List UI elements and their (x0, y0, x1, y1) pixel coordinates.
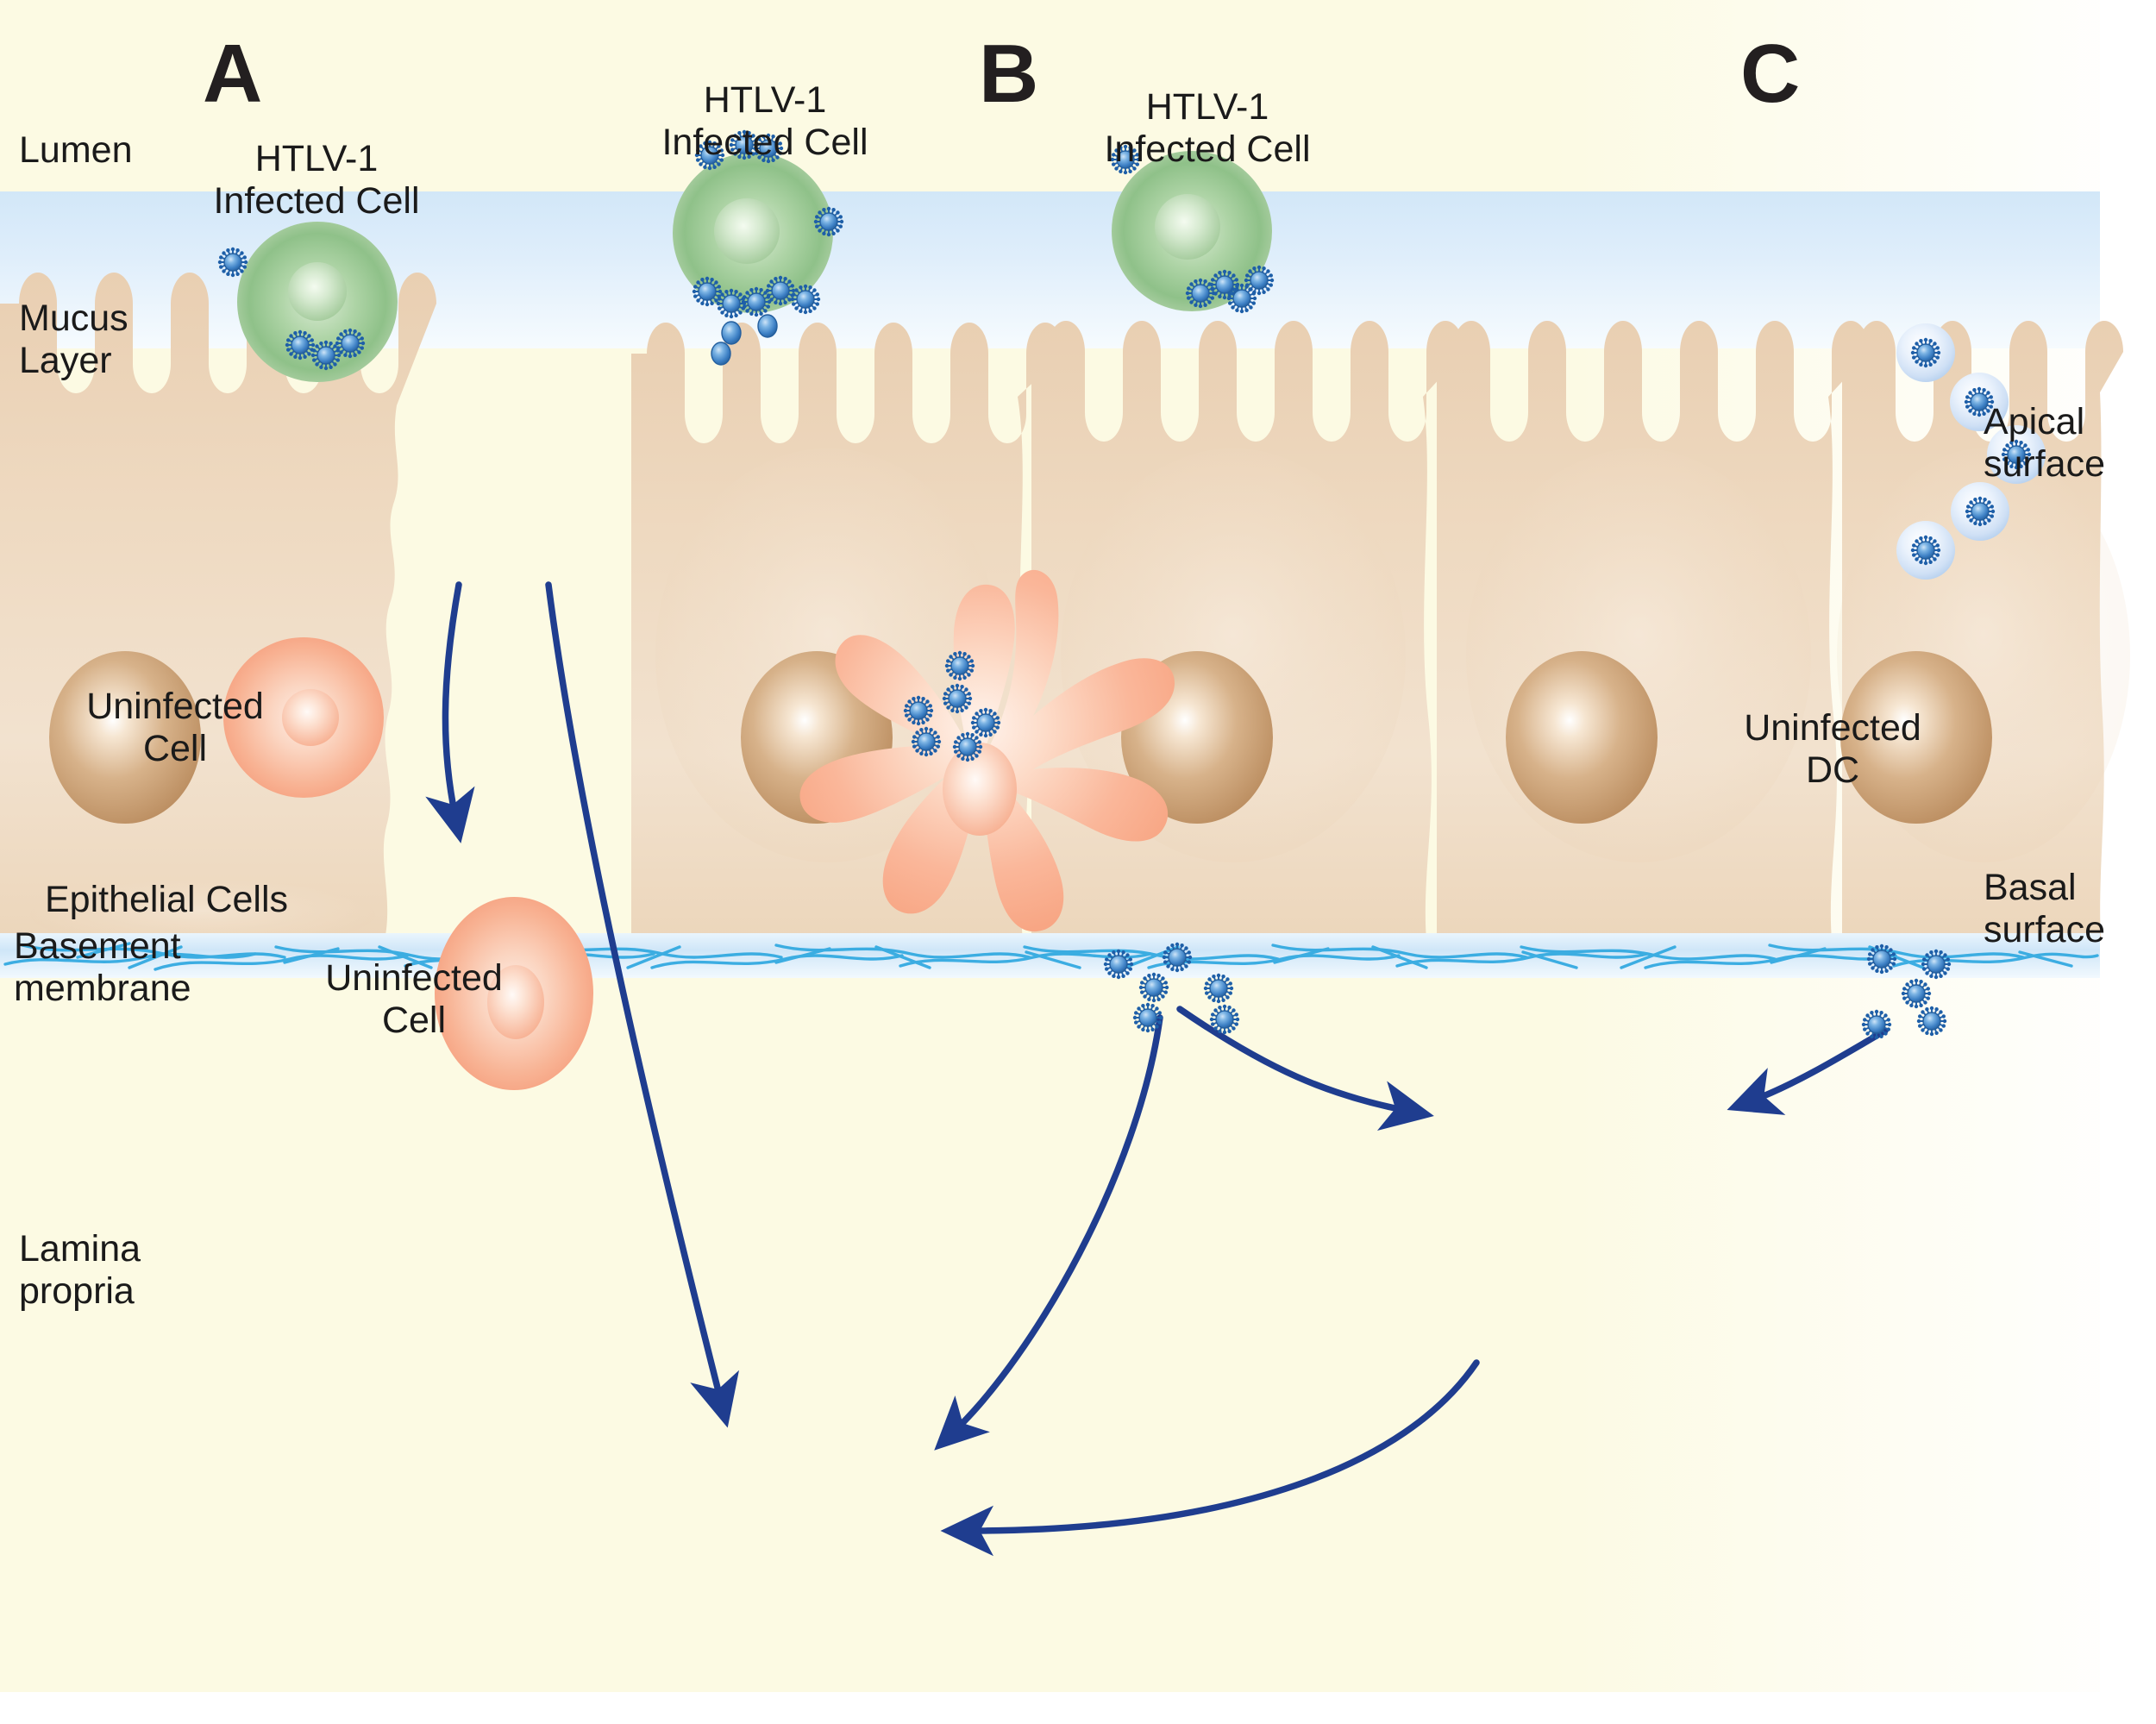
label-lumen: Lumen (19, 129, 133, 171)
infected-cell-c-group (1109, 143, 1275, 315)
panel-letter-b: B (979, 28, 1039, 120)
arrow-c-to-dc (1727, 1027, 1889, 1115)
transcytosis-vesicle-4 (1951, 482, 2009, 541)
virions-panel-b-cytoplasm (711, 314, 778, 366)
label-uninfected-dc: Uninfected DC (1744, 707, 1921, 792)
panel-letter-c: C (1740, 28, 1801, 120)
label-uninfected-cell-upper: Uninfected Cell (86, 686, 264, 770)
arrow-b-to-dc (1176, 1006, 1434, 1131)
label-apical-surface: Apical surface (1984, 401, 2106, 486)
label-basal-surface: Basal surface (1984, 867, 2106, 951)
uninfected-dc-group (799, 569, 1175, 932)
uninfected-cell-lower-nucleus (487, 965, 544, 1039)
label-mucus-layer: Mucus Layer (19, 298, 128, 382)
infected-cell-b-nucleus (714, 198, 780, 264)
nucleus-c1 (1506, 651, 1658, 824)
arrow-dc-to-lower-cell (940, 1359, 1480, 1557)
label-htlv1-infected-cell-a: HTLV-1 Infected Cell (213, 138, 420, 223)
label-htlv1-infected-cell-c: HTLV-1 Infected Cell (1104, 86, 1311, 171)
label-lamina-propria: Lamina propria (19, 1228, 141, 1313)
arrow-a-to-upper-cell (425, 581, 475, 843)
virions-panel-b-right (812, 205, 845, 238)
panel-letter-a: A (203, 28, 263, 120)
label-epithelial-cells: Epithelial Cells (45, 879, 289, 920)
uninfected-cell-upper-nucleus (282, 689, 339, 746)
nucleus-a (49, 651, 201, 824)
infected-cell-a-group (216, 222, 398, 382)
arrow-b-to-lower-cell (934, 1014, 1163, 1451)
arrows-layer (425, 581, 1889, 1557)
transcytosis-vesicle-5 (1896, 521, 1955, 580)
transcytosis-vesicle-1 (1896, 323, 1955, 382)
label-uninfected-cell-lower: Uninfected Cell (325, 957, 503, 1042)
uninfected-dc-nucleus (943, 743, 1017, 836)
nucleus-c2 (1840, 651, 1992, 824)
infected-cell-c-nucleus (1155, 194, 1220, 260)
uninfected-cell-lower-group (435, 897, 593, 1090)
infected-cell-a-nucleus (288, 262, 347, 321)
arrow-a-to-lower-cell (545, 581, 740, 1428)
virions-panel-a-left (216, 246, 249, 279)
label-htlv1-infected-cell-b: HTLV-1 Infected Cell (661, 79, 868, 164)
uninfected-cell-upper-group (223, 637, 384, 798)
infected-cell-b-group (673, 129, 845, 366)
label-basement-membrane: Basement membrane (14, 925, 191, 1010)
